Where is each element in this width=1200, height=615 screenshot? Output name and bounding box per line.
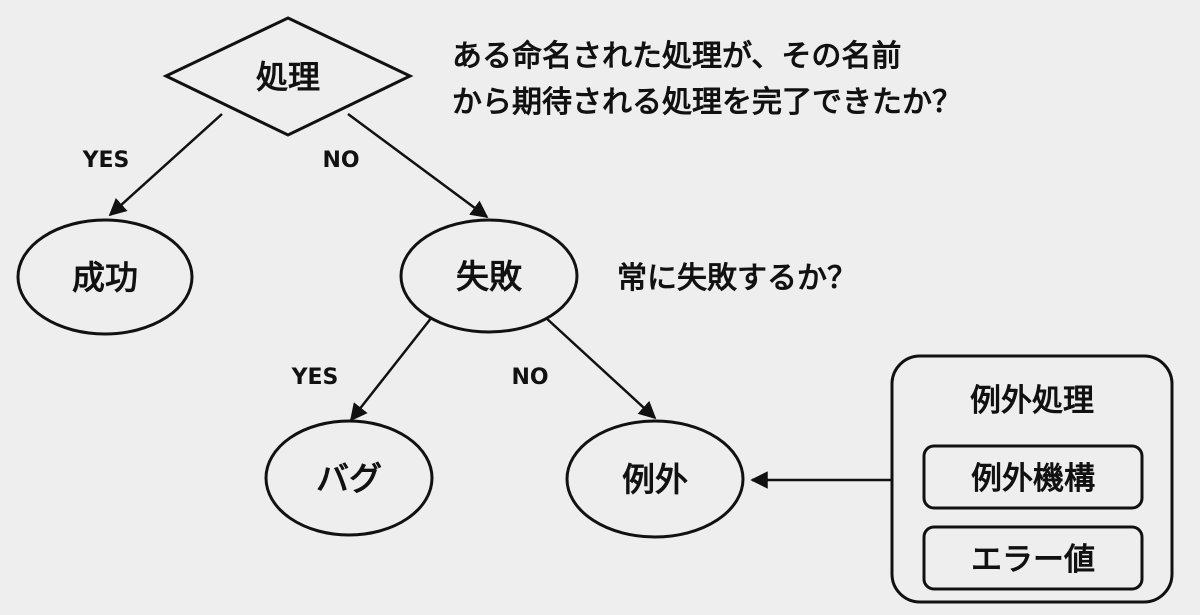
bug-ellipse	[264, 419, 434, 537]
root-decision-node: 処理	[162, 16, 414, 137]
bug-node: バグ	[264, 419, 434, 537]
edge-root-to-success	[108, 113, 223, 217]
exception-handling-box: 例外処理 例外機構 エラー値	[890, 354, 1174, 604]
root-no-label: NO	[322, 148, 359, 173]
exception-handling-title: 例外処理	[970, 383, 1094, 419]
bug-node-label: バグ	[316, 459, 382, 498]
exception-node-label: 例外	[622, 460, 688, 499]
failure-node: 失敗	[399, 218, 579, 334]
failure-no-label: NO	[511, 365, 548, 390]
success-node-label: 成功	[72, 258, 138, 297]
root-question-line2: から期待される処理を完了できたか？	[452, 85, 962, 120]
error-value-label: エラー値	[971, 542, 1095, 578]
root-yes-label: YES	[82, 148, 130, 173]
root-diamond-shape	[162, 16, 414, 137]
failure-question: 常に失敗するか？	[617, 261, 857, 296]
success-node: 成功	[16, 218, 194, 336]
success-ellipse	[16, 218, 194, 336]
exception-node: 例外	[565, 419, 745, 539]
edge-failure-to-bug	[349, 316, 433, 422]
error-value-item: エラー値	[922, 525, 1144, 591]
root-node-label: 処理	[256, 58, 320, 96]
root-question-line1: ある命名された処理が、その名前	[452, 39, 901, 74]
exception-mechanism-label: 例外機構	[971, 461, 1095, 497]
failure-node-label: 失敗	[456, 257, 523, 296]
error-value-frame	[922, 525, 1144, 591]
exception-mechanism-item: 例外機構	[922, 444, 1144, 510]
exception-mechanism-frame	[922, 444, 1144, 510]
edge-failure-to-exception	[544, 316, 657, 420]
failure-yes-label: YES	[291, 365, 339, 390]
failure-ellipse	[399, 218, 579, 334]
edge-root-to-failure	[347, 112, 489, 219]
exception-ellipse	[565, 419, 745, 539]
